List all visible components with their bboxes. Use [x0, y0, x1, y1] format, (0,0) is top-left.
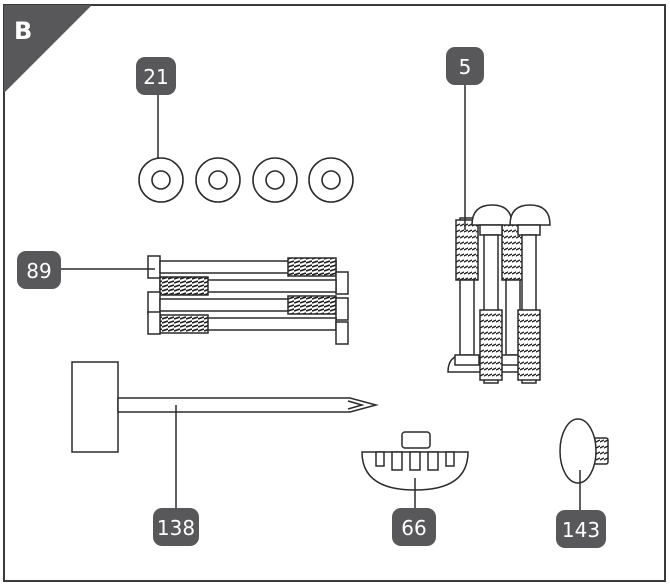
callout-washers-label: 21: [143, 65, 168, 89]
screwdriver-handle: [71, 361, 119, 453]
callout-screwdriver-label: 138: [157, 516, 195, 540]
callout-carriage-bolts: 5: [446, 47, 484, 85]
panel-label: B: [14, 17, 32, 45]
washer: [138, 157, 184, 203]
plug-cap: [559, 418, 609, 484]
callout-hex-bolts-label: 89: [26, 259, 51, 283]
callout-carriage-bolts-label: 5: [459, 55, 472, 79]
screwdriver: [71, 361, 379, 453]
washer: [308, 157, 354, 203]
panel-corner-badge: B: [4, 5, 92, 93]
hex-bolts-group: [147, 255, 349, 345]
washer: [252, 157, 298, 203]
callout-plug-cap: 143: [556, 510, 606, 548]
callout-hex-bolts: 89: [17, 251, 61, 289]
callout-washers: 21: [136, 57, 176, 95]
callout-screwdriver: 138: [153, 508, 199, 546]
panel-border: [3, 4, 666, 582]
callout-cap-nut-label: 66: [401, 516, 426, 540]
screwdriver-shaft: [117, 397, 379, 413]
carriage-bolts-group: [447, 204, 551, 384]
washer: [195, 157, 241, 203]
callout-plug-cap-label: 143: [562, 518, 600, 542]
callout-cap-nut: 66: [392, 508, 436, 546]
washers-group: [138, 157, 354, 203]
